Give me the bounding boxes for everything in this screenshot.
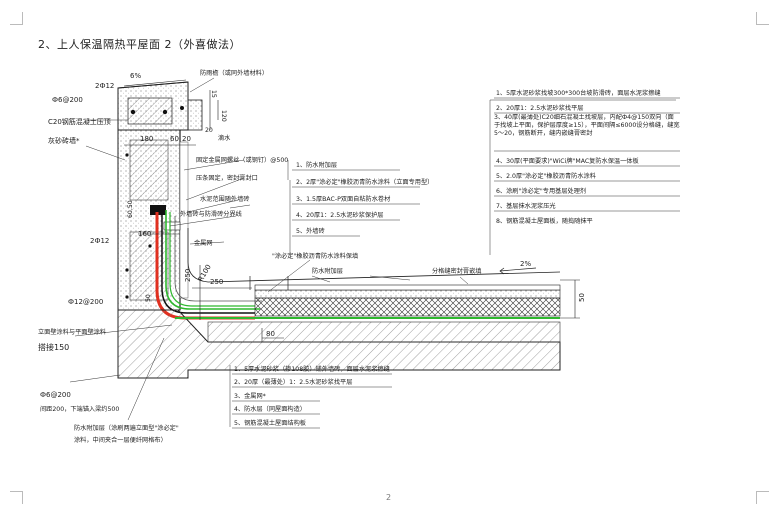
- legend-bottom-lines: [232, 373, 392, 429]
- legend-roof-3: 3、40厚(最薄处)C20细石混凝土找坡层，内配Ф4@150双向（面于找坡上平面…: [494, 114, 680, 137]
- roof-slab: [117, 228, 561, 379]
- legend-bottom-5: 5、钢筋混凝土屋面结构板: [234, 419, 306, 427]
- label-stand-coat: 立面壁涂料与平面壁涂料: [38, 328, 106, 336]
- legend-wall-3: 3、1.5厚BAC-P双面自粘防水卷材: [296, 195, 390, 203]
- label-waterproof-layer: 防水附加层（涂刷两遍立面型"涂必定": [74, 424, 179, 432]
- label-metal-mesh: 金属网: [194, 239, 213, 247]
- label-rebar-2d12-top: 2Ф12: [95, 82, 114, 90]
- legend-wall-5: 5、外墙砖: [296, 227, 325, 235]
- legend-wall-4: 4、20厚1：2.5水泥砂浆保护层: [296, 211, 383, 219]
- dimension-lines: [123, 79, 580, 342]
- label-rebar-d6-200-bot: Ф6@200: [40, 391, 71, 399]
- dim-250b: 250: [210, 278, 223, 286]
- crop-mark-bottom-right: [756, 491, 769, 504]
- legend-wall-1: 1、防水附加层: [296, 161, 337, 169]
- legend-roof-1: 1、5厚水泥砂浆找坡300*300台坡防滑砖，面层水泥浆擦缝: [496, 89, 661, 97]
- label-slope-2: 2%: [520, 260, 531, 268]
- label-seam-seal: 分格缝密封膏嵌填: [432, 267, 482, 275]
- label-wall-boundary: 外墙砖与防滑砖分界线: [180, 210, 242, 218]
- legend-bottom-3: 3、金属网*: [234, 392, 266, 400]
- legend-roof-5: 5、2.0厚"涂必定"橡胶沥青防水涂料: [496, 172, 596, 180]
- label-drip: 滴水: [218, 134, 231, 142]
- slope-arrow: [499, 267, 537, 275]
- label-coping-beam: C20钢筋混凝土压顶: [48, 117, 111, 126]
- dim-160: 160: [138, 230, 151, 238]
- parapet-coping: [117, 81, 203, 131]
- legend-wall-lines: [292, 169, 420, 237]
- dim-50b: 50: [145, 294, 152, 302]
- dim-80: 80: [266, 330, 275, 338]
- dim-250: 250: [184, 269, 192, 282]
- legend-roof-4: 4、30厚(平面要求)"WiCi牌"MAC复防水保温一体板: [496, 157, 639, 165]
- label-paint-protect: "涂必定"橡胶沥青防水涂料保填: [272, 252, 358, 260]
- label-rebar-2d12-mid: 2Ф12: [90, 237, 109, 245]
- dim-20: 20: [182, 135, 191, 143]
- label-drip-cap: 防雨檐（或同外墙材料）: [200, 69, 268, 77]
- label-seal: 压条固定，密封膏封口: [196, 174, 258, 182]
- crop-mark-top-right: [756, 12, 769, 25]
- legend-roof-7: 7、基层抹水泥浆压光: [496, 202, 556, 210]
- legend-wall-2: 2、2厚"涂必定"橡胶沥青防水涂料（立面专用型）: [296, 178, 433, 186]
- legend-bottom-2: 2、20厚（最薄处）1：2.5水泥砂浆找平层: [234, 378, 352, 386]
- legend-bottom-4: 4、防水层（同屋面构造）: [234, 405, 306, 413]
- leader-lines: [69, 77, 676, 427]
- legend-roof-6: 6、涂刷"涂必定"专用基层处理剂: [496, 187, 586, 195]
- label-bolt: 固定金属网螺丝（或钢钉）@500: [196, 156, 288, 164]
- page-number: 2: [386, 493, 392, 502]
- label-rebar-d12-200: Ф12@200: [68, 298, 103, 306]
- page-title: 2、上人保温隔热平屋面 2（外喜做法）: [38, 38, 241, 51]
- label-waterproof-height: 水泥范围随外墙砖: [200, 195, 250, 203]
- crop-mark-bottom-left: [10, 491, 23, 504]
- legend-bottom-1: 1、5厚水泥砂浆（掺108胶）铺外墙砖，面层水泥浆擦缝: [234, 365, 390, 373]
- label-brick-wall: 灰砂砖墙*: [48, 136, 80, 145]
- dim-20b: 20: [205, 127, 213, 134]
- label-overlap: 搭接150: [38, 342, 69, 352]
- label-rebar-d6-200-top: Ф6@200: [52, 96, 83, 104]
- dim-180: 180: [140, 135, 153, 143]
- parapet-wall: [117, 129, 189, 311]
- legend-roof-lines: [494, 97, 680, 212]
- label-waterproof-add: 防水附加层: [312, 267, 343, 275]
- label-spacing: 间距200，下端锚入梁约500: [40, 405, 119, 413]
- legend-roof-8: 8、钢筋混凝土屋面板，随捣随抹平: [496, 217, 593, 225]
- dim-60: 60: [170, 135, 179, 143]
- dim-50: 50: [578, 293, 586, 302]
- legend-roof-2: 2、20厚1：2.5水泥砂浆找平层: [496, 104, 583, 112]
- crop-mark-top-left: [10, 12, 23, 25]
- dim-120: 120: [220, 110, 227, 122]
- dim-15: 15: [210, 90, 217, 98]
- dim-60-50: 60,50: [127, 200, 134, 218]
- label-waterproof-layer-2: 涂料，中间夹合一层便纤网格布）: [74, 436, 167, 444]
- label-slope-6: 6%: [130, 72, 141, 80]
